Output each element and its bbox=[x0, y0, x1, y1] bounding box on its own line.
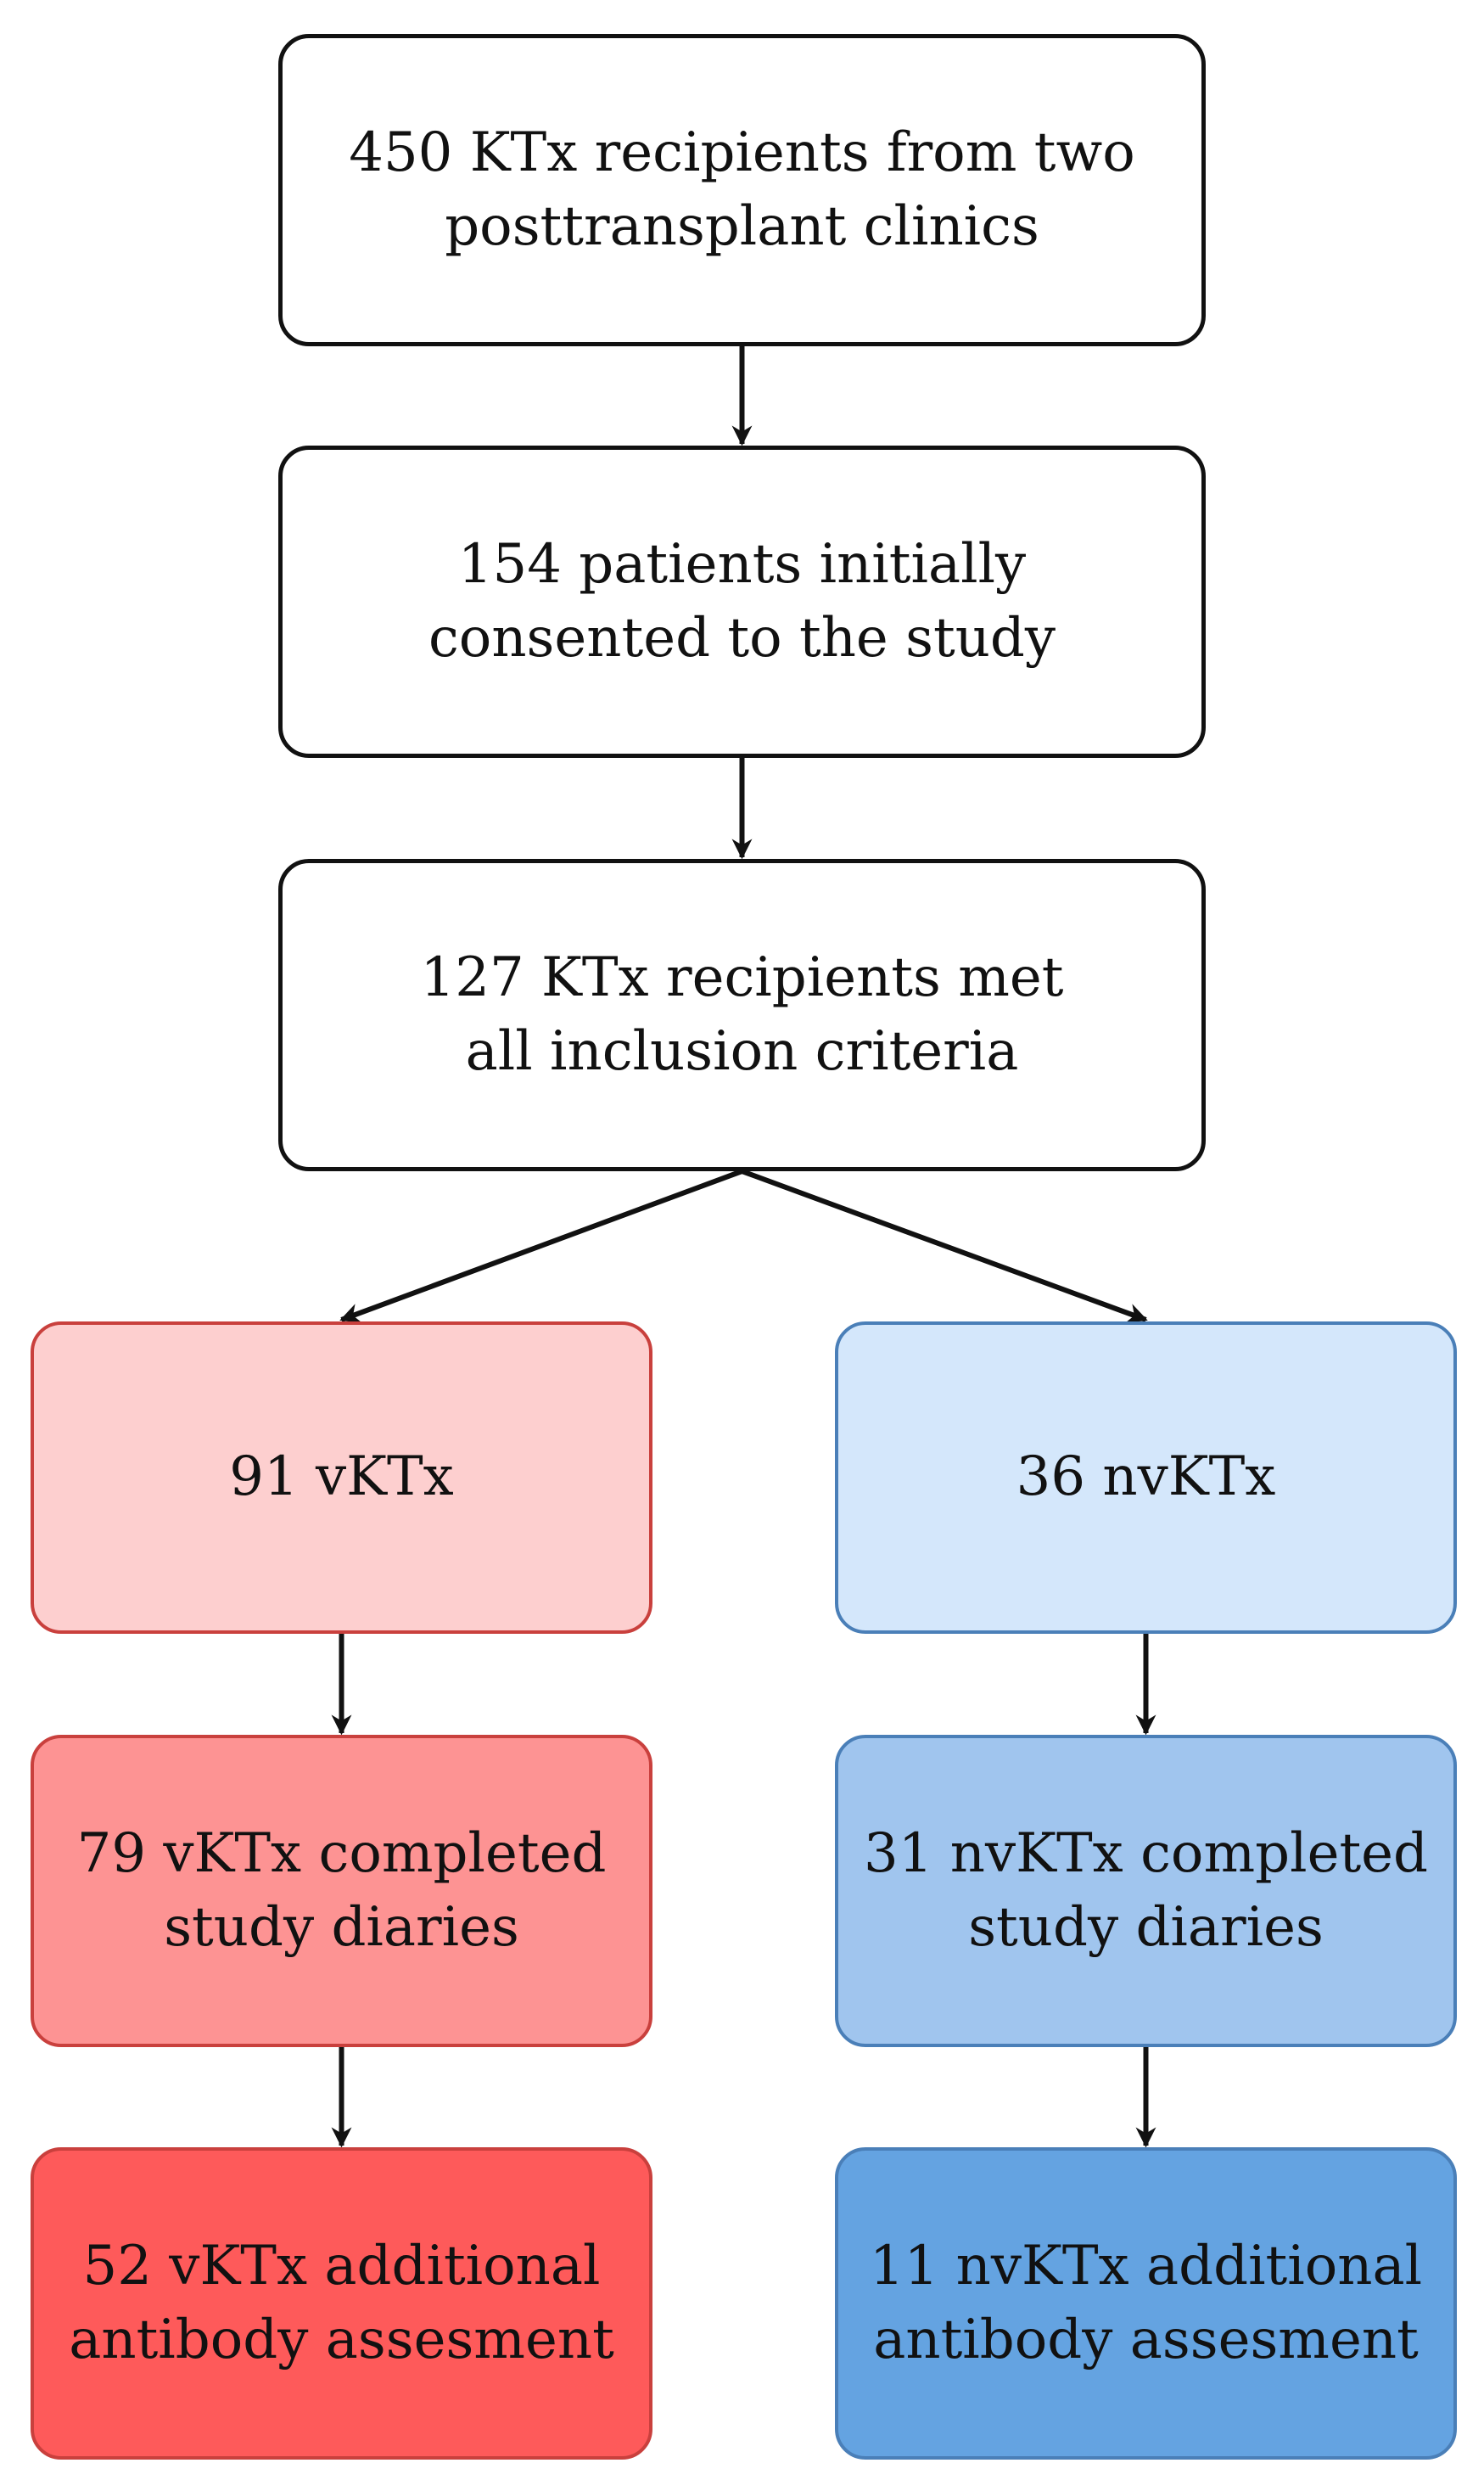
nvktx-diaries-text: 31 nvKTx completed study diaries bbox=[863, 1821, 1429, 1959]
total-recipients-text: 450 KTx recipients from two posttranspla… bbox=[349, 121, 1135, 258]
connector-layer bbox=[331, 346, 1156, 2148]
vktx-antibody-box: 52 vKTx additional antibody assesment bbox=[31, 2147, 652, 2460]
total-recipients-box: 450 KTx recipients from two posttranspla… bbox=[278, 34, 1206, 346]
nvktx-antibody-text: 11 nvKTx additional antibody assesment bbox=[869, 2234, 1423, 2371]
consented-patients-text: 154 patients initially consented to the … bbox=[428, 532, 1056, 670]
vktx-antibody-text: 52 vKTx additional antibody assesment bbox=[69, 2234, 614, 2371]
nvktx-diaries-box: 31 nvKTx completed study diaries bbox=[835, 1735, 1457, 2047]
arrow-included-to-nvktx bbox=[741, 1169, 1148, 1323]
vktx-group-box: 91 vKTx bbox=[31, 1321, 652, 1634]
vktx-group-text: 91 vKTx bbox=[229, 1445, 454, 1509]
included-recipients-text: 127 KTx recipients met all inclusion cri… bbox=[420, 945, 1064, 1083]
included-recipients-box: 127 KTx recipients met all inclusion cri… bbox=[278, 859, 1206, 1171]
nvktx-group-box: 36 nvKTx bbox=[835, 1321, 1457, 1634]
consented-patients-box: 154 patients initially consented to the … bbox=[278, 446, 1206, 758]
nvktx-group-text: 36 nvKTx bbox=[1016, 1445, 1276, 1509]
vktx-diaries-text: 79 vKTx completed study diaries bbox=[76, 1821, 607, 1959]
arrow-included-to-vktx bbox=[339, 1169, 743, 1323]
vktx-diaries-box: 79 vKTx completed study diaries bbox=[31, 1735, 652, 2047]
nvktx-antibody-box: 11 nvKTx additional antibody assesment bbox=[835, 2147, 1457, 2460]
